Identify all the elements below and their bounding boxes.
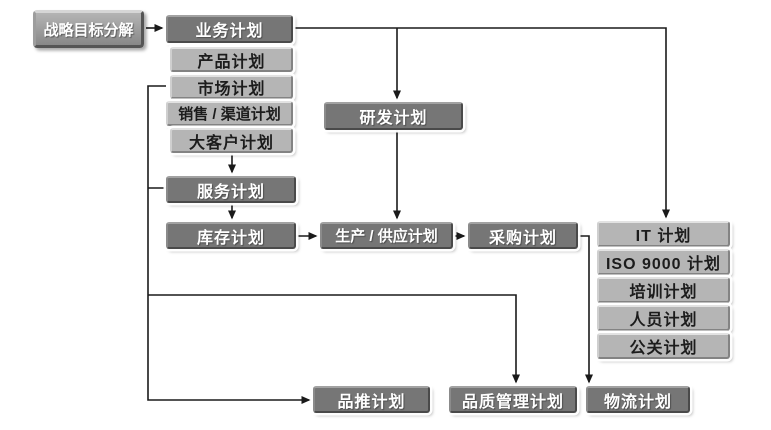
node-it-plan: IT 计划 [597,221,730,247]
node-inventory-plan: 库存计划 [166,222,296,249]
node-business-plan: 业务计划 [166,15,293,43]
node-service-plan: 服务计划 [166,176,296,203]
node-public-relations-plan: 公关计划 [597,333,730,359]
node-production-supply-plan: 生产 / 供应计划 [320,222,453,249]
node-product-plan: 产品计划 [170,47,293,72]
node-procurement-plan: 采购计划 [468,222,578,249]
node-key-account-plan: 大客户计划 [170,128,293,153]
node-sales-channel-plan: 销售 / 渠道计划 [166,101,293,126]
node-quality-management-plan: 品质管理计划 [449,386,577,413]
node-logistics-plan: 物流计划 [586,386,690,413]
node-market-plan: 市场计划 [170,75,293,99]
node-iso-9000-plan: ISO 9000 计划 [597,249,730,275]
node-personnel-plan: 人员计划 [597,305,730,331]
node-training-plan: 培训计划 [597,277,730,303]
node-strategic-goal-decomposition: 战略目标分解 [33,10,144,48]
node-rnd-plan: 研发计划 [324,102,463,130]
node-promotion-plan: 品推计划 [313,386,430,413]
